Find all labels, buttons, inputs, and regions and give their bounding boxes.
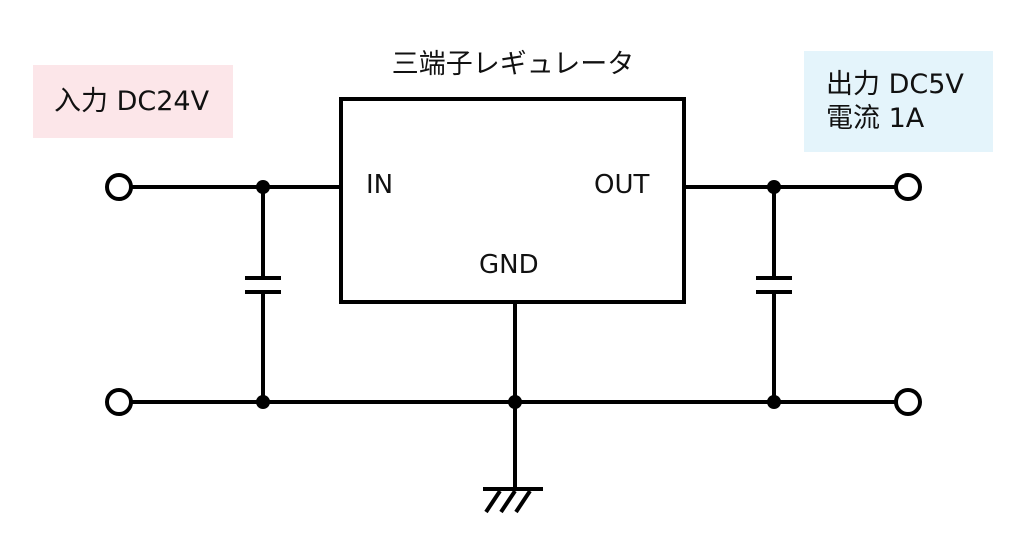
output-current-label: 電流 1A (826, 102, 925, 134)
ground-hatch-2 (499, 489, 517, 514)
output-voltage-label: 出力 DC5V (826, 68, 964, 100)
output-ground-terminal (894, 388, 922, 416)
junction-output-bottom (767, 395, 781, 409)
input-label-box: 入力 DC24V (33, 65, 233, 138)
junction-input-bottom (256, 395, 270, 409)
input-ground-terminal (105, 388, 133, 416)
junction-ground (508, 395, 522, 409)
ground-hatch-1 (484, 489, 502, 514)
regulator-title: 三端子レギュレータ (391, 49, 635, 80)
pin-label-in: IN (366, 170, 394, 200)
ground-hatch-3 (514, 489, 532, 514)
input-positive-terminal (105, 173, 133, 201)
input-voltage-label: 入力 DC24V (54, 85, 210, 117)
pin-label-gnd: GND (479, 250, 539, 280)
junction-output-top (767, 180, 781, 194)
pin-label-out: OUT (594, 170, 650, 200)
junction-input-top (256, 180, 270, 194)
output-positive-terminal (894, 173, 922, 201)
regulator-body (339, 97, 686, 304)
output-label-box: 出力 DC5V 電流 1A (804, 51, 993, 152)
